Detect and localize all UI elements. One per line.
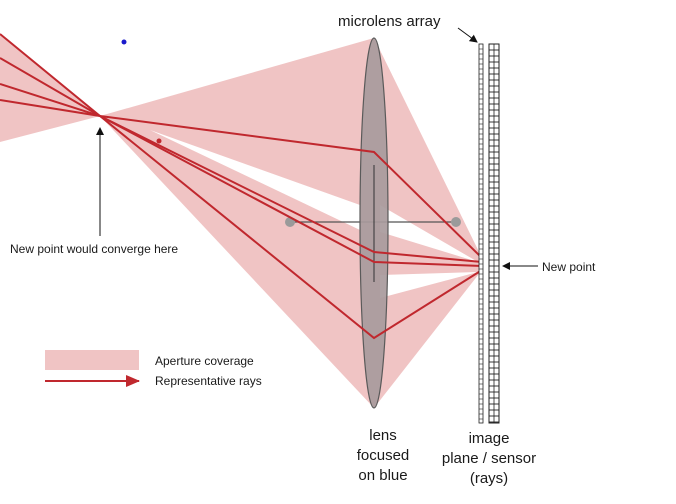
axis-point-right bbox=[451, 217, 461, 227]
new-point-label: New point bbox=[542, 260, 596, 274]
sensor-label-line-2: plane / sensor bbox=[442, 450, 536, 467]
microlens-array-label: microlens array bbox=[338, 13, 441, 30]
coverage-gaps bbox=[150, 130, 478, 298]
ray-2 bbox=[0, 57, 483, 263]
red-dot bbox=[156, 138, 162, 144]
legend-aperture-label: Aperture coverage bbox=[155, 354, 254, 368]
ray-4 bbox=[0, 99, 483, 340]
ray-3 bbox=[0, 83, 483, 267]
aperture-coverage bbox=[0, 34, 482, 408]
sensor-label-line-3: (rays) bbox=[470, 470, 508, 487]
lens-label-line-2: focused bbox=[357, 447, 410, 464]
converge-label: New point would converge here bbox=[10, 242, 178, 256]
microlens-pointer bbox=[457, 27, 478, 43]
sensor-label-line-1: image bbox=[469, 430, 510, 447]
microlens-array bbox=[478, 43, 484, 424]
legend-rays-label: Representative rays bbox=[155, 374, 262, 388]
legend-coverage-swatch bbox=[45, 350, 139, 370]
ray-1 bbox=[0, 33, 483, 259]
coverage-converging bbox=[374, 38, 482, 408]
sensor bbox=[488, 43, 500, 424]
representative-rays bbox=[0, 33, 483, 340]
coverage-lens-cone bbox=[100, 38, 374, 408]
legend: Aperture coverage Representative rays bbox=[45, 350, 262, 388]
lens-label-line-3: on blue bbox=[358, 467, 407, 484]
lens-label-line-1: lens bbox=[369, 427, 397, 444]
blue-dot bbox=[121, 39, 127, 45]
